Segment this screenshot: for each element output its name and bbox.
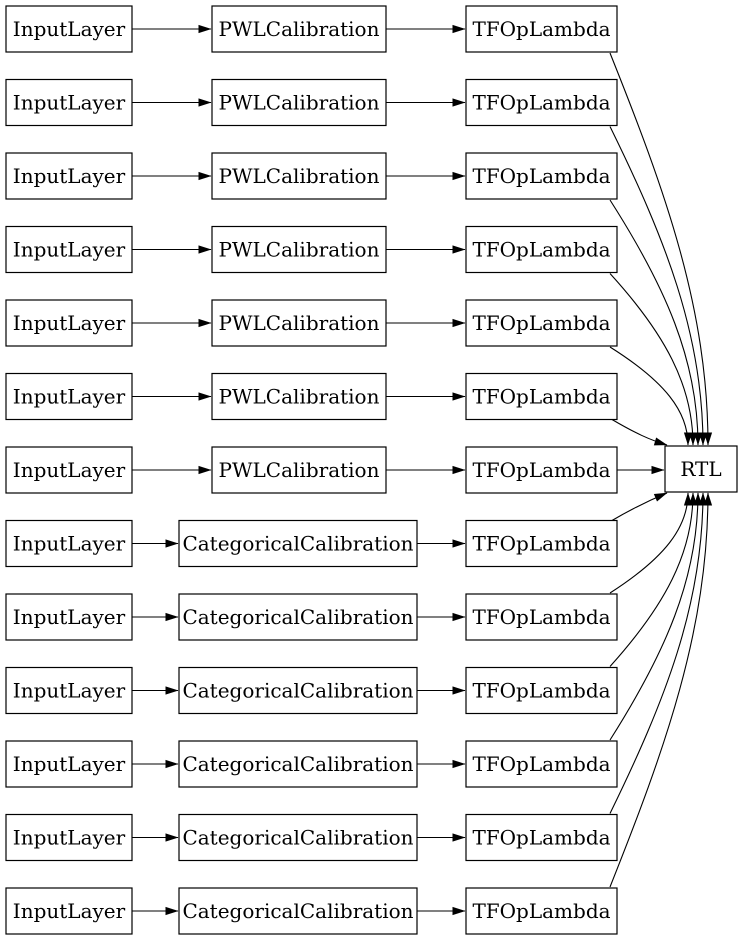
node-tfoplambda-r9-box — [465, 593, 618, 641]
node-inputlayer-r9-label: InputLayer — [13, 605, 126, 629]
edge-lambda-rtl-r4 — [609, 273, 698, 446]
edge-lambda-rtl-r5 — [609, 346, 693, 446]
node-pwl-calibration-r1-box — [211, 5, 387, 53]
node-inputlayer-r8-label: InputLayer — [13, 532, 126, 556]
edge-lambda-rtl-r6 — [611, 419, 668, 446]
node-tfoplambda-r10-box — [465, 666, 618, 715]
node-inputlayer-r8-box — [5, 519, 133, 568]
node-categorical-calibration-r13-box — [178, 887, 418, 935]
node-categorical-calibration-r8-label: CategoricalCalibration — [182, 532, 413, 556]
node-categorical-calibration-r8-box — [178, 519, 418, 568]
node-rtl-label: RTL — [680, 457, 721, 481]
node-tfoplambda-r4-label: TFOpLambda — [472, 238, 610, 262]
edge-lambda-rtl-r10 — [609, 492, 698, 667]
node-inputlayer-r5-label: InputLayer — [13, 311, 126, 335]
node-tfoplambda-r1-label: TFOpLambda — [472, 17, 610, 41]
node-tfoplambda-r13-box — [465, 887, 618, 935]
node-inputlayer-r4-box — [5, 225, 133, 274]
node-inputlayer-r3-box — [5, 152, 133, 200]
node-pwl-calibration-r3-label: PWLCalibration — [219, 164, 380, 188]
node-inputlayer-r2-label: InputLayer — [13, 91, 126, 115]
node-tfoplambda-r13-label: TFOpLambda — [472, 899, 610, 923]
edge-lambda-rtl-r1 — [609, 52, 713, 446]
node-inputlayer-r4-label: InputLayer — [13, 238, 126, 262]
node-pwl-calibration-r5-box — [211, 299, 387, 347]
node-categorical-calibration-r9-box — [178, 593, 418, 641]
node-tfoplambda-r11-box — [465, 740, 618, 788]
node-pwl-calibration-r3-box — [211, 152, 387, 200]
node-inputlayer-r11-box — [5, 740, 133, 788]
node-inputlayer-r10-label: InputLayer — [13, 679, 126, 703]
node-inputlayer-r1-box — [5, 5, 133, 53]
node-tfoplambda-r6-box — [465, 372, 618, 421]
node-pwl-calibration-r2-box — [211, 78, 387, 127]
node-inputlayer-r9-box — [5, 593, 133, 641]
node-categorical-calibration-r13-label: CategoricalCalibration — [182, 899, 413, 923]
edge-lambda-rtl-r8 — [611, 492, 668, 521]
node-tfoplambda-r2-box — [465, 78, 618, 127]
node-tfoplambda-r4-box — [465, 225, 618, 274]
node-categorical-calibration-r10-label: CategoricalCalibration — [182, 679, 413, 703]
node-tfoplambda-r7-box — [465, 446, 618, 494]
node-pwl-calibration-r5-label: PWLCalibration — [219, 311, 380, 335]
node-tfoplambda-r3-box — [465, 152, 618, 200]
node-inputlayer-r7-box — [5, 446, 133, 494]
node-tfoplambda-r8-label: TFOpLambda — [472, 532, 610, 556]
node-tfoplambda-r11-label: TFOpLambda — [472, 752, 610, 776]
edge-lambda-rtl-r11 — [609, 492, 703, 741]
node-tfoplambda-r5-box — [465, 299, 618, 347]
node-inputlayer-r7-label: InputLayer — [13, 458, 126, 482]
node-pwl-calibration-r2-label: PWLCalibration — [219, 91, 380, 115]
node-inputlayer-r1-label: InputLayer — [13, 17, 126, 41]
edge-lambda-rtl-r2 — [609, 126, 708, 446]
node-pwl-calibration-r7-box — [211, 446, 387, 494]
node-inputlayer-r6-label: InputLayer — [13, 385, 126, 409]
node-pwl-calibration-r4-label: PWLCalibration — [219, 238, 380, 262]
node-pwl-calibration-r7-label: PWLCalibration — [219, 458, 380, 482]
edge-lambda-rtl-r9 — [609, 492, 693, 594]
edge-lambda-rtl-r13 — [609, 492, 713, 888]
node-pwl-calibration-r6-label: PWLCalibration — [219, 385, 380, 409]
node-tfoplambda-r8-box — [465, 519, 618, 568]
node-pwl-calibration-r1-label: PWLCalibration — [219, 17, 380, 41]
node-inputlayer-r12-box — [5, 813, 133, 862]
node-inputlayer-r5-box — [5, 299, 133, 347]
node-tfoplambda-r3-label: TFOpLambda — [472, 164, 610, 188]
edge-lambda-rtl-r12 — [609, 492, 708, 814]
node-inputlayer-r13-label: InputLayer — [13, 899, 126, 923]
node-tfoplambda-r7-label: TFOpLambda — [472, 458, 610, 482]
node-tfoplambda-r1-box — [465, 5, 618, 53]
node-pwl-calibration-r6-box — [211, 372, 387, 421]
node-pwl-calibration-r4-box — [211, 225, 387, 274]
node-inputlayer-r12-label: InputLayer — [13, 826, 126, 850]
node-inputlayer-r2-box — [5, 78, 133, 127]
node-categorical-calibration-r10-box — [178, 666, 418, 715]
node-tfoplambda-r12-box — [465, 813, 618, 862]
node-categorical-calibration-r9-label: CategoricalCalibration — [182, 605, 413, 629]
edge-layer — [132, 24, 713, 916]
node-categorical-calibration-r11-box — [178, 740, 418, 788]
node-inputlayer-r11-label: InputLayer — [13, 752, 126, 776]
node-inputlayer-r6-box — [5, 372, 133, 421]
node-inputlayer-r13-box — [5, 887, 133, 935]
edge-lambda-rtl-r3 — [609, 199, 703, 446]
node-tfoplambda-r9-label: TFOpLambda — [472, 605, 610, 629]
node-rtl-box — [664, 445, 738, 493]
node-categorical-calibration-r12-box — [178, 813, 418, 862]
node-tfoplambda-r6-label: TFOpLambda — [472, 385, 610, 409]
node-categorical-calibration-r11-label: CategoricalCalibration — [182, 752, 413, 776]
node-tfoplambda-r12-label: TFOpLambda — [472, 826, 610, 850]
node-inputlayer-r3-label: InputLayer — [13, 164, 126, 188]
node-categorical-calibration-r12-label: CategoricalCalibration — [182, 826, 413, 850]
node-tfoplambda-r10-label: TFOpLambda — [472, 679, 610, 703]
node-tfoplambda-r5-label: TFOpLambda — [472, 311, 610, 335]
node-tfoplambda-r2-label: TFOpLambda — [472, 91, 610, 115]
node-inputlayer-r10-box — [5, 666, 133, 715]
